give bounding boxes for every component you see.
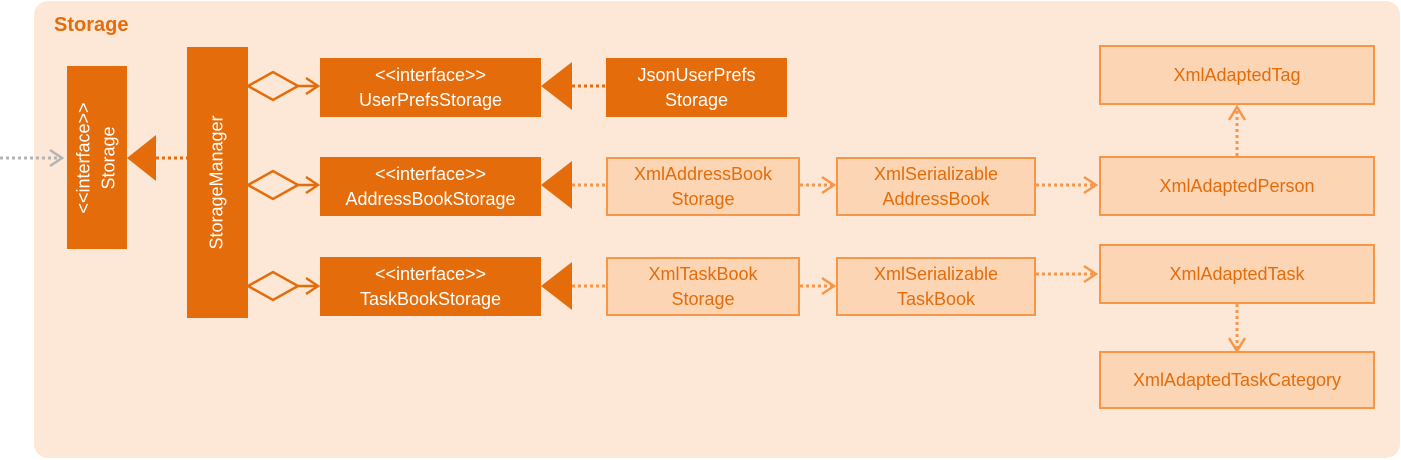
xml-adapted-tag-name: XmlAdaptedTag bbox=[1173, 64, 1301, 85]
dep-addressbookstorage-serializable bbox=[800, 175, 837, 195]
xml-serializable-address-book-line1: XmlSerializable bbox=[873, 163, 999, 184]
aggregation-userprefsstorage bbox=[245, 70, 321, 102]
dep-adaptedperson-adaptedtag bbox=[1227, 104, 1247, 156]
realization-xmladdressbook bbox=[541, 161, 606, 209]
xml-adapted-task-class[interactable]: XmlAdaptedTask bbox=[1099, 244, 1375, 304]
xml-task-book-storage-class[interactable]: XmlTaskBook Storage bbox=[606, 257, 800, 316]
xml-task-book-storage-line1: XmlTaskBook bbox=[648, 263, 758, 284]
xml-serializable-task-book-line2: TaskBook bbox=[896, 288, 976, 309]
address-book-storage-interface[interactable]: <<interface>> AddressBookStorage bbox=[320, 157, 541, 216]
user-prefs-storage-name: UserPrefsStorage bbox=[358, 89, 503, 110]
user-prefs-storage-interface[interactable]: <<interface>> UserPrefsStorage bbox=[320, 58, 541, 117]
task-book-storage-stereotype: <<interface>> bbox=[374, 263, 487, 284]
xml-serializable-task-book-line1: XmlSerializable bbox=[873, 263, 999, 284]
realization-jsonuserprefs bbox=[541, 62, 606, 110]
task-book-storage-interface[interactable]: <<interface>> TaskBookStorage bbox=[320, 257, 541, 316]
json-user-prefs-line2: Storage bbox=[664, 89, 729, 110]
task-book-storage-name: TaskBookStorage bbox=[359, 288, 502, 309]
xml-adapted-task-category-name: XmlAdaptedTaskCategory bbox=[1132, 369, 1342, 390]
realization-storagemanager-storage bbox=[127, 135, 187, 181]
xml-serializable-address-book-line2: AddressBook bbox=[882, 188, 990, 209]
package-title: Storage bbox=[54, 14, 129, 36]
xml-address-book-storage-class[interactable]: XmlAddressBook Storage bbox=[606, 157, 800, 216]
xml-adapted-task-category-class[interactable]: XmlAdaptedTaskCategory bbox=[1099, 351, 1375, 409]
storage-manager-class[interactable]: StorageManager bbox=[187, 47, 248, 318]
storage-interface[interactable]: <<interface>> Storage bbox=[67, 66, 127, 249]
xml-serializable-address-book-class[interactable]: XmlSerializable AddressBook bbox=[836, 157, 1036, 216]
storage-stereotype: <<interface>> bbox=[74, 101, 94, 214]
xml-adapted-person-class[interactable]: XmlAdaptedPerson bbox=[1099, 156, 1375, 216]
xml-address-book-storage-line2: Storage bbox=[671, 188, 735, 209]
xml-task-book-storage-line2: Storage bbox=[671, 288, 735, 309]
external-dependency-arrow bbox=[0, 148, 65, 168]
aggregation-addressbookstorage bbox=[245, 169, 321, 201]
dep-serializable-adaptedtask bbox=[1036, 264, 1099, 284]
aggregation-taskbookstorage bbox=[245, 270, 321, 302]
xml-adapted-person-name: XmlAdaptedPerson bbox=[1159, 175, 1315, 196]
json-user-prefs-storage-class[interactable]: JsonUserPrefs Storage bbox=[606, 58, 787, 117]
dep-taskbookstorage-serializable bbox=[800, 276, 837, 296]
dep-serializable-adaptedperson bbox=[1036, 175, 1099, 195]
xml-serializable-task-book-class[interactable]: XmlSerializable TaskBook bbox=[836, 257, 1036, 316]
xml-adapted-task-name: XmlAdaptedTask bbox=[1169, 263, 1305, 284]
address-book-storage-stereotype: <<interface>> bbox=[374, 163, 487, 184]
json-user-prefs-line1: JsonUserPrefs bbox=[637, 64, 756, 85]
user-prefs-storage-stereotype: <<interface>> bbox=[374, 64, 487, 85]
storage-interface-text: <<interface>> Storage bbox=[72, 102, 122, 213]
xml-address-book-storage-line1: XmlAddressBook bbox=[633, 163, 773, 184]
dep-adaptedtask-adaptedtaskcategory bbox=[1227, 304, 1247, 354]
storage-name: Storage bbox=[99, 125, 119, 190]
xml-adapted-tag-class[interactable]: XmlAdaptedTag bbox=[1099, 45, 1375, 105]
storage-manager-text: StorageManager bbox=[205, 115, 230, 249]
realization-xmltaskbook bbox=[541, 262, 606, 310]
storage-manager-name: StorageManager bbox=[207, 115, 227, 250]
address-book-storage-name: AddressBookStorage bbox=[345, 188, 516, 209]
